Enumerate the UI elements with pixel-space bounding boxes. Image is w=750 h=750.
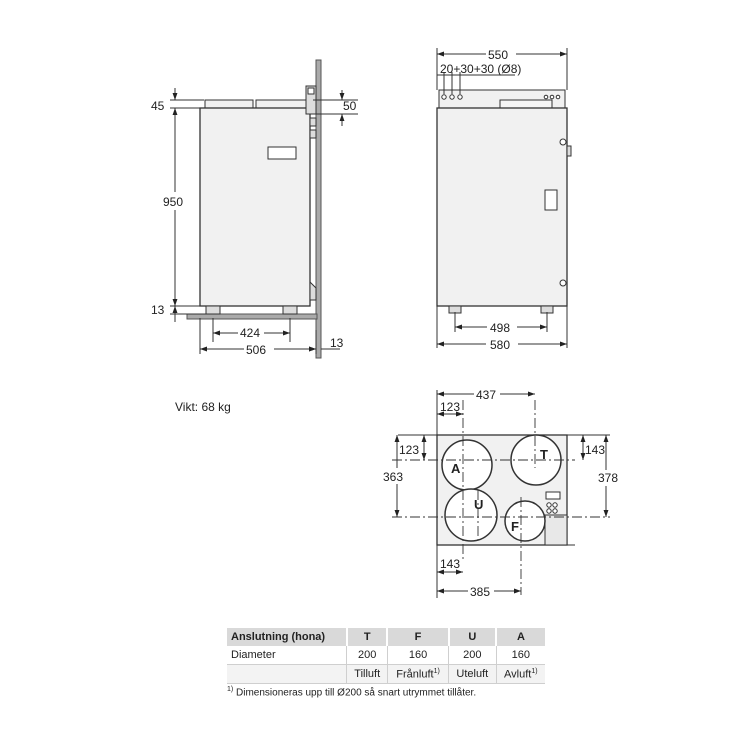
- connection-a: [441, 439, 493, 491]
- footnote-mark: 1): [227, 686, 234, 693]
- dim-363: 363: [383, 470, 403, 484]
- wall-bracket-knob: [307, 87, 315, 95]
- name-text: Avluft: [504, 668, 532, 681]
- dim-424: 424: [240, 326, 260, 340]
- footnote: 1) Dimensioneras upp till Ø200 så snart …: [227, 686, 476, 698]
- table-cell: [227, 664, 347, 684]
- front-view-labels: 550 20+30+30 (Ø8) 498 580: [440, 46, 521, 352]
- label-u: U: [474, 497, 483, 512]
- connection-table: Anslutning (hona) T F U A Diameter 200 1…: [227, 628, 545, 684]
- table-row: Tilluft Frånluft1) Uteluft Avluft1): [227, 664, 545, 684]
- table-header-row: Anslutning (hona) T F U A: [227, 628, 545, 646]
- side-view-labels: 950 45 13 50 424 506 13: [151, 99, 357, 357]
- table-header: Anslutning (hona): [227, 628, 347, 646]
- connection-u: [444, 488, 498, 542]
- weight-label: Vikt: 68 kg: [175, 400, 231, 414]
- table-cell: 200: [346, 646, 388, 665]
- side-view: [170, 59, 358, 359]
- table-cell: 160: [495, 646, 545, 665]
- dim-437: 437: [476, 388, 496, 402]
- foot-left: [205, 305, 221, 315]
- table-row: Diameter 200 160 200 160: [227, 646, 545, 665]
- floor: [186, 313, 318, 320]
- dim-506: 506: [246, 343, 266, 357]
- footnote-marker: 1): [531, 667, 538, 675]
- top-view: [392, 390, 610, 598]
- table-cell: 160: [386, 646, 449, 665]
- hinge-bottom: [559, 279, 567, 287]
- dim-spigots: 20+30+30 (Ø8): [440, 62, 521, 76]
- spigot-2: [449, 94, 455, 100]
- table-cell: Frånluft1): [386, 664, 449, 684]
- front-foot-right: [540, 305, 554, 314]
- side-fitting-1: [309, 117, 317, 127]
- dim-143-h: 143: [440, 557, 460, 571]
- connection-f: [504, 500, 546, 542]
- control-panel: [545, 491, 561, 500]
- label-t: T: [540, 447, 548, 462]
- dim-123-v: 123: [399, 443, 419, 457]
- table-cell: Diameter: [227, 646, 347, 665]
- side-fitting-2: [309, 129, 317, 139]
- footnote-marker: 1): [433, 667, 440, 675]
- front-foot-left: [448, 305, 462, 314]
- table-header: U: [447, 628, 497, 646]
- dim-378: 378: [598, 471, 618, 485]
- label-f: F: [511, 519, 519, 534]
- table-header: A: [495, 628, 545, 646]
- spigot-3: [457, 94, 463, 100]
- spigot-1: [441, 94, 447, 100]
- hinge-top: [559, 138, 567, 146]
- dim-50: 50: [343, 99, 357, 113]
- dim-13-bottom: 13: [151, 303, 165, 317]
- dim-123-h: 123: [440, 400, 460, 414]
- table-header: T: [345, 628, 388, 646]
- door-handle: [544, 189, 558, 211]
- top-view-labels: 437 123 123 363 143 378 143 385 A T U F: [382, 387, 624, 599]
- name-text: Frånluft: [396, 668, 434, 681]
- foot-right: [282, 305, 298, 315]
- wall: [315, 59, 322, 359]
- dim-550: 550: [488, 48, 508, 62]
- top-spigot-right: [255, 99, 307, 109]
- table-cell: Tilluft: [346, 664, 388, 684]
- footnote-text: Dimensioneras upp till Ø200 så snart utr…: [236, 687, 477, 699]
- unit-body-side: [199, 107, 311, 307]
- top-spigot-left: [204, 99, 254, 109]
- display-window: [267, 146, 297, 160]
- dim-580: 580: [490, 338, 510, 352]
- wall-mount-wedge: [309, 280, 317, 301]
- table-cell: Uteluft: [448, 664, 497, 684]
- table-cell: Avluft1): [495, 664, 545, 684]
- front-view: [436, 48, 572, 348]
- table-cell: 200: [448, 646, 497, 665]
- dim-45: 45: [151, 99, 165, 113]
- label-a: A: [451, 461, 461, 476]
- dim-385: 385: [470, 585, 490, 599]
- dim-498: 498: [490, 321, 510, 335]
- dim-13-wall: 13: [330, 336, 344, 350]
- dim-143-v: 143: [585, 443, 605, 457]
- dim-950: 950: [163, 195, 183, 209]
- table-header: F: [386, 628, 449, 646]
